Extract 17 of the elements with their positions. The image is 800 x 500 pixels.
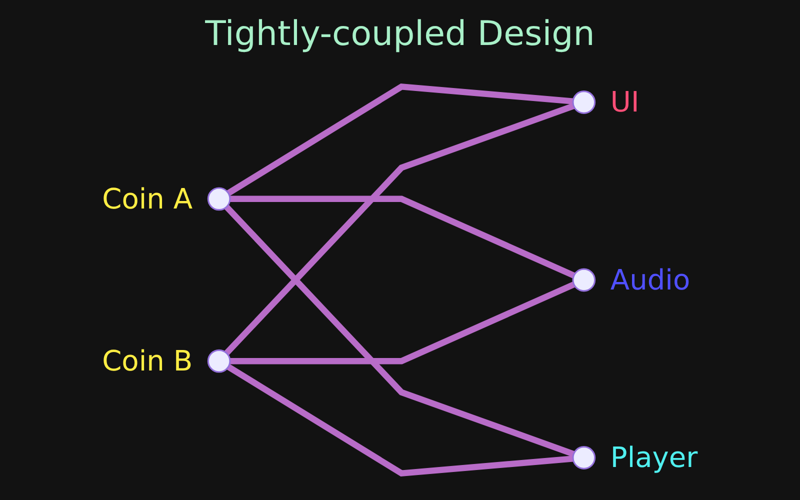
connector-line [224, 204, 575, 457]
node-label: Coin B [102, 344, 193, 378]
connector-line [224, 103, 575, 356]
node-label: Audio [610, 264, 690, 296]
node-label: Player [610, 441, 698, 474]
node-circle [572, 446, 596, 470]
node-circle [572, 90, 596, 114]
connector-line [230, 196, 576, 278]
node-circle [207, 349, 231, 373]
node-circle [207, 187, 231, 211]
connector-line [230, 282, 576, 364]
diagram-title: Tightly-coupled Design [204, 14, 596, 54]
node-circle [572, 268, 596, 292]
node-label: UI [610, 86, 640, 119]
connector-line [226, 364, 574, 477]
node-label: Coin A [102, 182, 193, 216]
connector-line [226, 83, 574, 196]
